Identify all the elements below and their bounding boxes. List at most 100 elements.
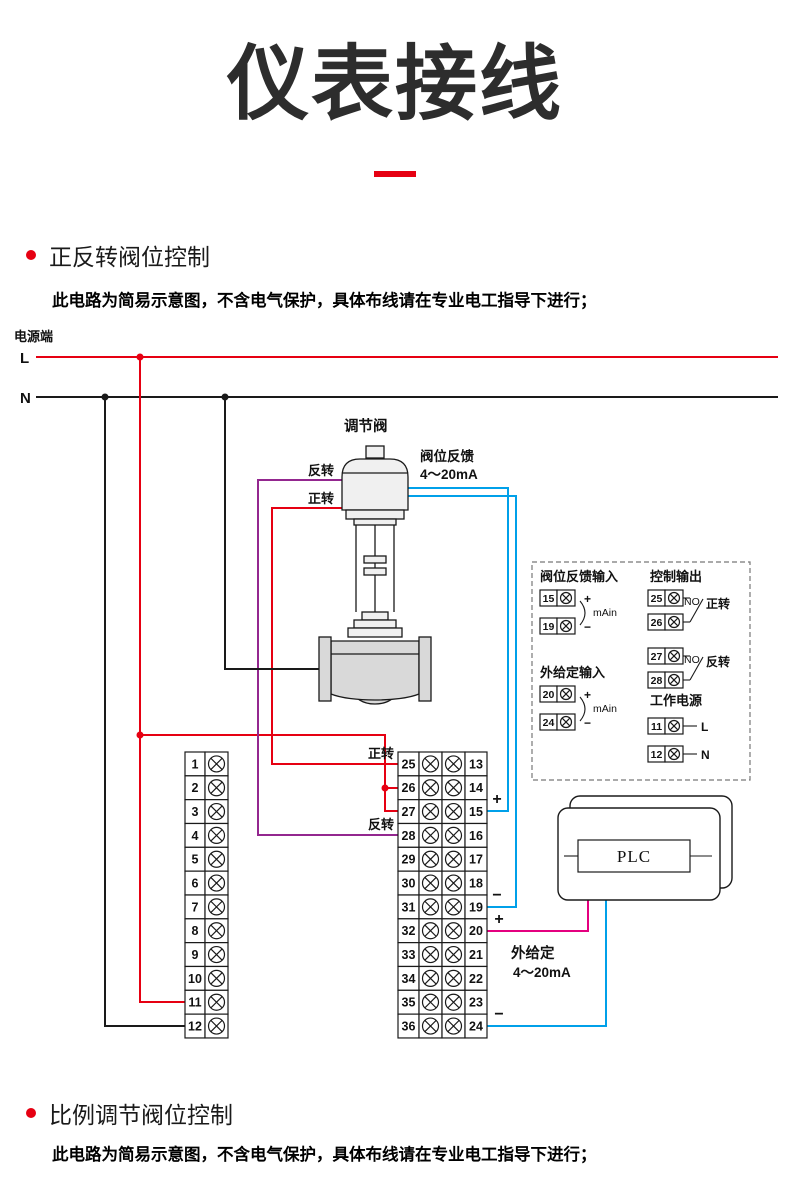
live-branch-wire [140,734,398,812]
contact-action-label: 正转 [706,596,730,611]
valve-forward-label: 正转 [308,491,334,506]
terminal-sign: + [584,688,591,702]
terminal-screw [556,685,576,703]
setpoint-label-line1: 外给定 [511,944,555,962]
terminal-screw [441,870,466,896]
junction-dot [101,393,109,401]
section-bullet-icon [26,1108,36,1118]
terminal-number: 26 [402,781,416,795]
terminal-screw [556,589,576,607]
loop-arc [579,600,586,626]
terminal-screw [441,965,466,991]
junction-dot [136,731,144,739]
terminal-number: 34 [402,972,416,986]
terminal-screw [664,671,684,689]
section-note: 此电路为简易示意图，不含电气保护，具体布线请在专业电工指导下进行； [52,1146,597,1164]
io-panel-border [531,561,751,781]
junction-dot [381,784,389,792]
terminal-screw [441,775,466,801]
terminal-sign: − [584,620,591,634]
feedback-plus-wire [408,487,509,812]
section-proportional: 比例调节阀位控制 [26,1096,233,1130]
terminal-screw [418,989,443,1015]
middle-terminal-block: 2526272829303132333435361314151617181920… [397,751,488,1039]
terminal-number: 13 [469,757,483,771]
terminal-number: 24 [469,1020,483,1034]
terminal-screw [664,589,684,607]
control-output-title: 控制输出 [650,569,702,584]
terminal-screw [204,918,229,944]
terminal-number: 11 [651,721,662,733]
terminal-number: 7 [192,900,199,914]
plc-label: PLC [617,847,651,866]
page-title: 仪表接线 [226,39,563,130]
terminal-screw [204,965,229,991]
terminal-screw [418,846,443,872]
live-line-label: L [20,350,29,367]
reverse-wire-label: 反转 [368,817,394,832]
live-drop-wire [139,357,185,1003]
terminal-screw [418,918,443,944]
setpoint-plus-sign: + [494,911,503,928]
terminal-screw [204,751,229,777]
valve-actuator [341,458,409,511]
terminal-number: 19 [469,900,483,914]
terminal-number: 18 [469,877,483,891]
terminal-number: 15 [543,593,555,605]
feedback-label-line1: 阀位反馈 [420,448,474,464]
terminal-screw [418,965,443,991]
terminal-number: 35 [402,996,416,1010]
terminal-number: 25 [651,593,663,605]
terminal-number: 33 [402,948,416,962]
contact-type-label: NO [684,596,700,608]
setpoint-plus-wire [487,900,589,932]
terminal-screw [204,870,229,896]
terminal-number: 19 [543,621,555,633]
terminal-number: 3 [192,805,199,819]
terminal-screw [204,846,229,872]
plc-label-plate [577,839,691,873]
terminal-number: 27 [651,651,663,663]
terminal-number: 9 [192,948,199,962]
terminal-screw [204,799,229,825]
terminal-screw [418,1013,443,1039]
terminal-number: 15 [469,805,483,819]
terminal-number: 2 [192,781,199,795]
setpoint-label-line2: 4～20mA [513,965,571,980]
valve-knob [365,445,385,459]
terminal-number: 10 [188,972,202,986]
valve-common-wire [224,397,320,670]
valve-title: 调节阀 [344,417,388,435]
reverse-wire [257,479,398,836]
terminal-number: 4 [192,829,199,843]
terminal-screw [441,989,466,1015]
setpoint-minus-wire [487,900,607,1027]
terminal-number: 32 [402,924,416,938]
setpoint-unit-label: mAin [593,703,617,715]
terminal-number: 28 [402,829,416,843]
valve-reverse-label: 反转 [308,463,334,478]
wires [36,353,778,1027]
terminal-number: 8 [192,924,199,938]
terminal-number: 20 [543,689,555,701]
terminal-number: 12 [188,1020,202,1034]
terminal-screw [204,822,229,848]
terminal-screw [441,942,466,968]
title-underline [374,171,416,177]
terminal-number: 21 [469,948,483,962]
terminal-screw [664,647,684,665]
terminal-screw [204,989,229,1015]
terminal-screw [418,822,443,848]
terminal-sign: − [584,716,591,730]
terminal-number: 22 [469,972,483,986]
forward-wire-label: 正转 [368,746,394,761]
terminal-number-cell [464,1013,488,1039]
section-forward-reverse: 正反转阀位控制 [26,238,210,272]
feedback-minus-wire [408,495,517,908]
terminal-screw [441,846,466,872]
terminal-sign: + [584,592,591,606]
terminal-screw [441,894,466,920]
terminal-number: 28 [651,675,663,687]
junction-dot [221,393,229,401]
